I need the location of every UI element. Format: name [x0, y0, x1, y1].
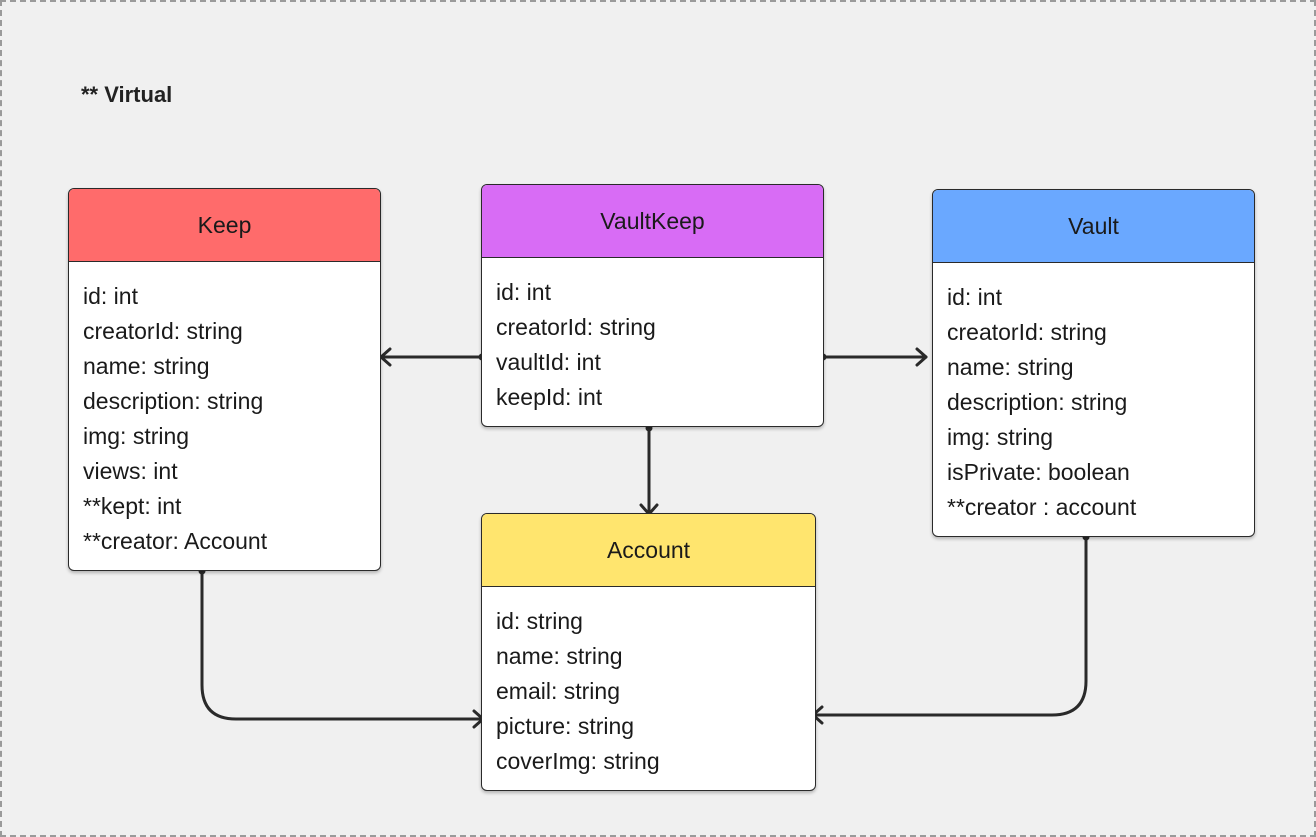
- arrowhead-vaultkeep-vault: [915, 347, 928, 367]
- field: email: string: [496, 678, 620, 704]
- field: id: int: [947, 284, 1002, 310]
- entity-vault[interactable]: Vault id: int creatorId: string name: st…: [932, 189, 1255, 537]
- entity-vaultkeep-title: VaultKeep: [600, 207, 705, 234]
- field: keepId: int: [496, 384, 603, 410]
- virtual-note: ** Virtual: [81, 82, 173, 107]
- entity-account-fields: id: string name: string email: string pi…: [482, 587, 815, 779]
- field: creatorId: string: [496, 314, 656, 340]
- field: isPrivate: boolean: [947, 459, 1130, 485]
- entity-keep-header: Keep: [69, 189, 380, 262]
- field: id: string: [496, 608, 583, 634]
- field: description: string: [83, 388, 264, 414]
- field: vaultId: int: [496, 349, 601, 375]
- field: **kept: int: [83, 493, 182, 519]
- field: views: int: [83, 458, 178, 484]
- field: creatorId: string: [83, 318, 243, 344]
- field: img: string: [83, 423, 190, 449]
- field: coverImg: string: [496, 748, 660, 774]
- entity-keep[interactable]: Keep id: int creatorId: string name: str…: [68, 188, 381, 571]
- connector-keep-account: [200, 569, 484, 721]
- field: **creator : account: [947, 494, 1137, 520]
- entity-vaultkeep-header: VaultKeep: [482, 185, 823, 258]
- entity-account-header: Account: [482, 514, 815, 587]
- field: img: string: [947, 424, 1054, 450]
- entity-account[interactable]: Account id: string name: string email: s…: [481, 513, 816, 791]
- field: name: string: [83, 353, 210, 379]
- entity-vault-fields: id: int creatorId: string name: string d…: [933, 263, 1254, 525]
- field: id: int: [83, 283, 138, 309]
- entity-account-title: Account: [606, 536, 691, 563]
- connector-vault-account: [812, 535, 1088, 717]
- field: **creator: Account: [83, 528, 268, 554]
- field: id: int: [496, 279, 551, 305]
- field: creatorId: string: [947, 319, 1107, 345]
- entity-vaultkeep[interactable]: VaultKeep id: int creatorId: string vaul…: [481, 184, 824, 427]
- arrowhead-vaultkeep-keep: [379, 347, 392, 367]
- field: picture: string: [496, 713, 635, 739]
- entity-keep-fields: id: int creatorId: string name: string d…: [69, 262, 380, 559]
- field: description: string: [947, 389, 1128, 415]
- field: name: string: [947, 354, 1074, 380]
- entity-vault-header: Vault: [933, 190, 1254, 263]
- entity-vaultkeep-fields: id: int creatorId: string vaultId: int k…: [482, 258, 823, 415]
- entity-vault-title: Vault: [1068, 212, 1119, 239]
- entity-keep-title: Keep: [197, 211, 252, 238]
- field: name: string: [496, 643, 623, 669]
